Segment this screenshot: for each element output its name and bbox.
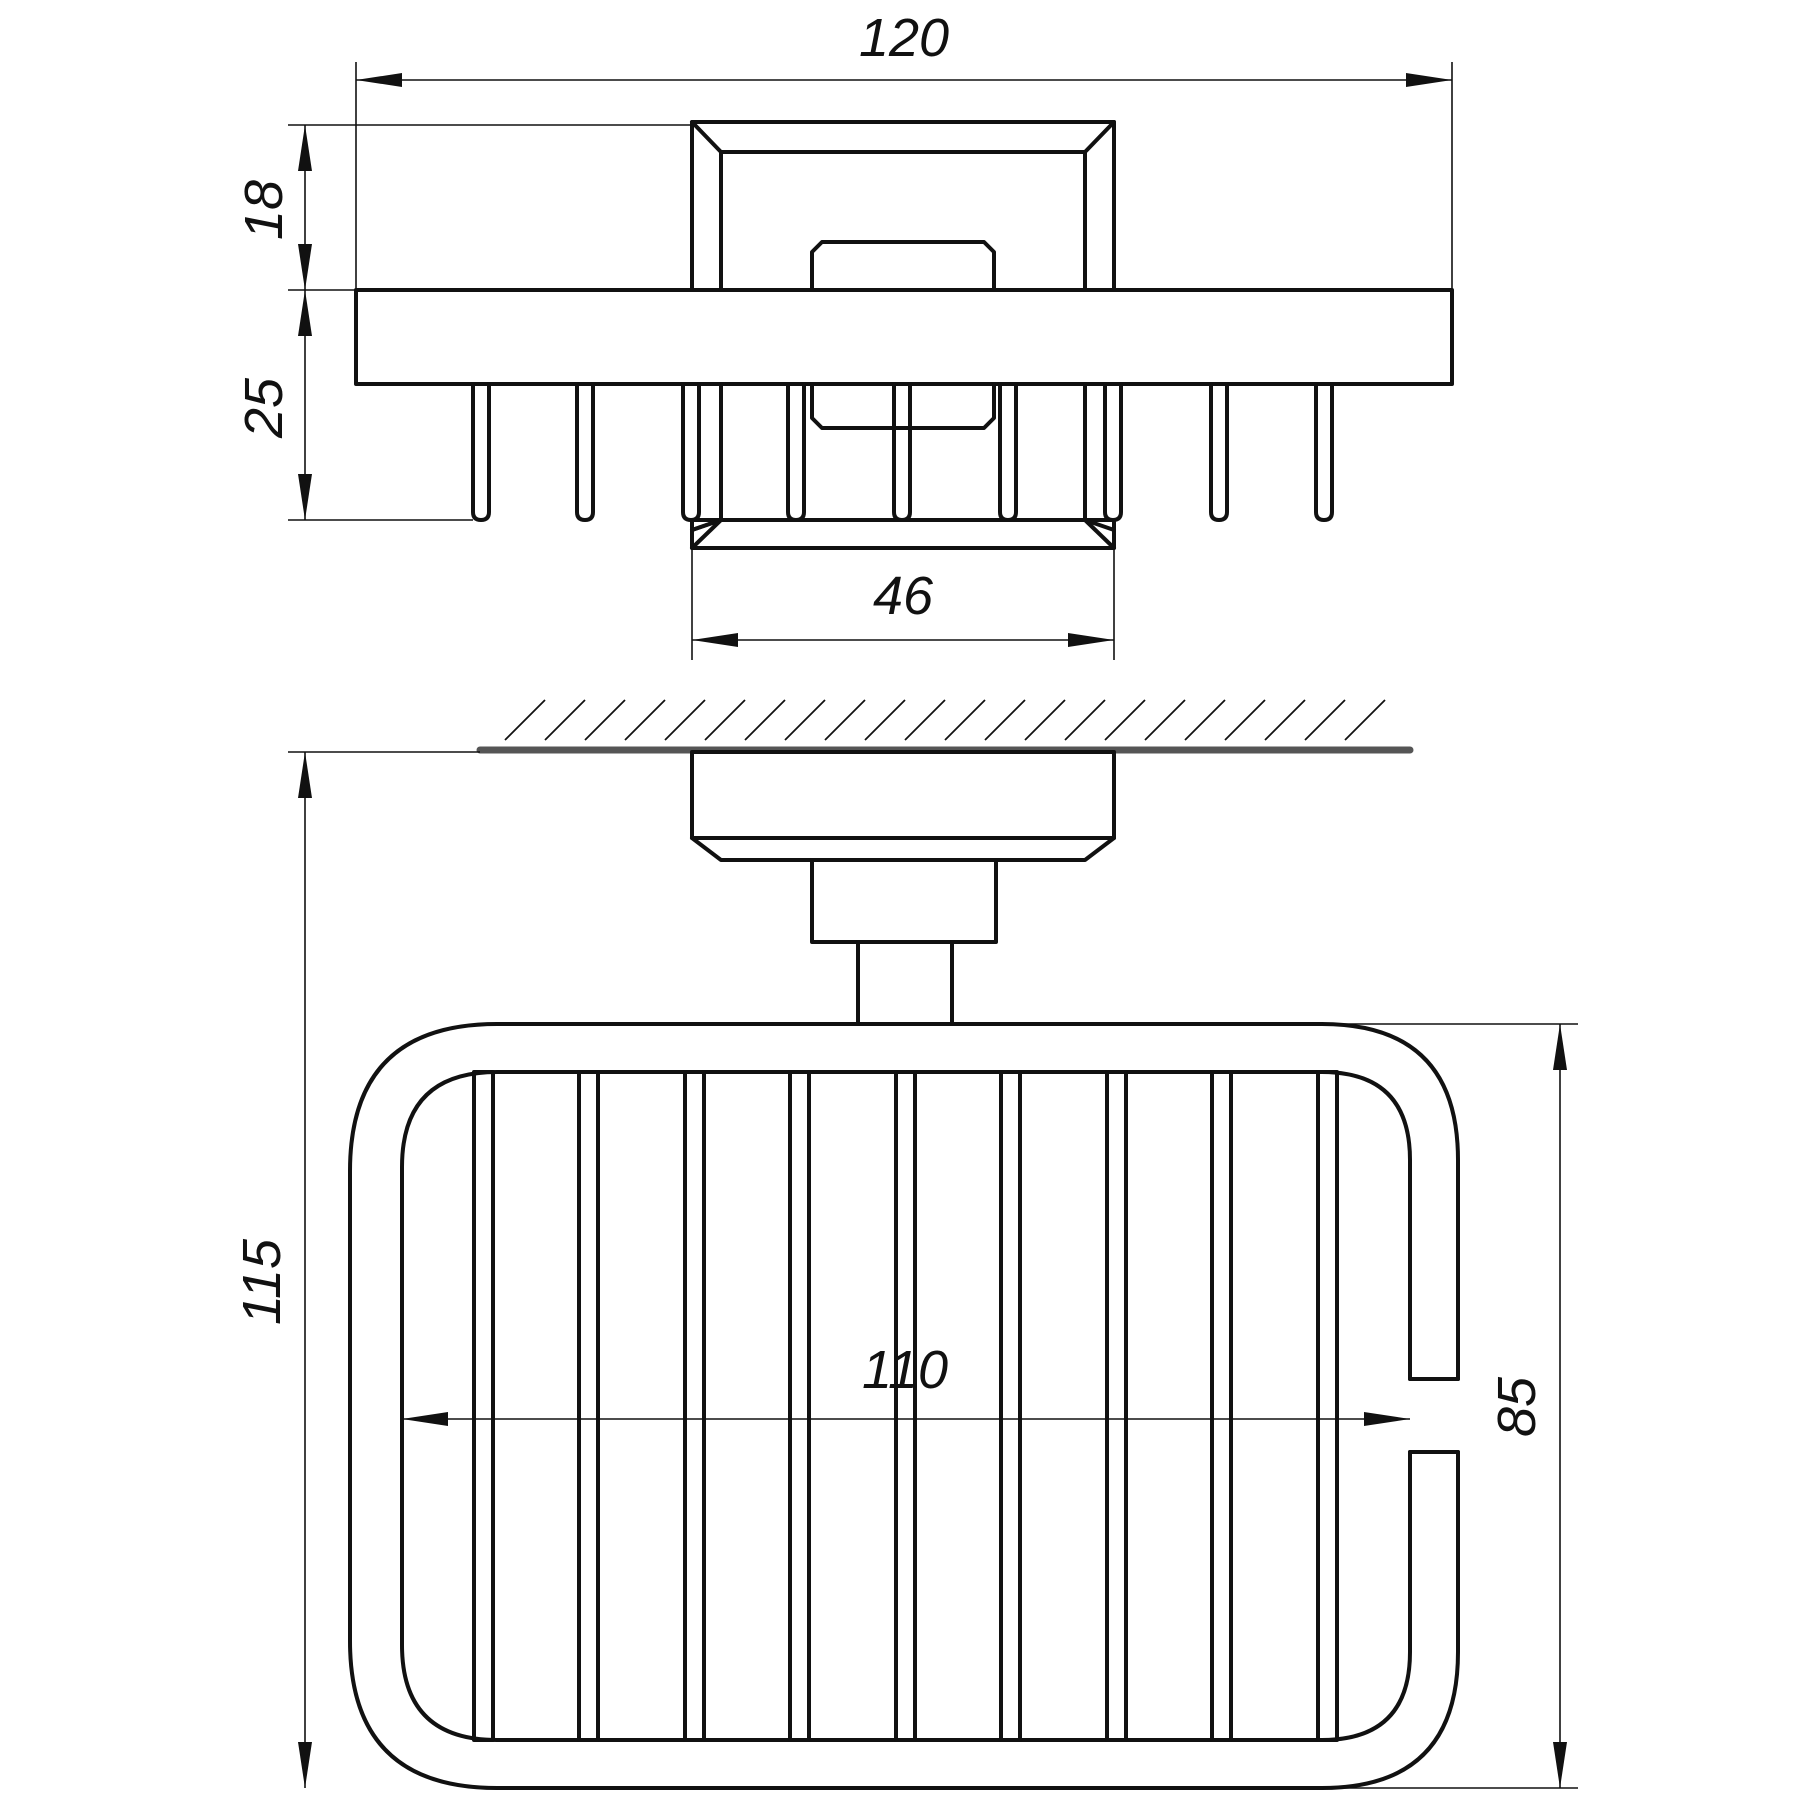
mount-bevel bbox=[690, 120, 1116, 154]
front-view bbox=[354, 120, 1454, 550]
wall-hatch bbox=[476, 699, 1414, 754]
dimension-mount-height: 18 bbox=[234, 124, 692, 291]
basket-inner-frame bbox=[400, 1070, 1412, 1742]
mount-base bbox=[690, 518, 1116, 550]
basket-rods bbox=[471, 382, 1334, 522]
wall-plate-bevel bbox=[690, 836, 1116, 862]
plan-view bbox=[348, 750, 1460, 1790]
dimension-label-85: 85 bbox=[1487, 1376, 1547, 1437]
dimension-overall-depth: 115 bbox=[232, 751, 480, 1788]
dimension-label-25: 25 bbox=[234, 377, 294, 439]
mount-block bbox=[690, 120, 1116, 292]
connector-stem bbox=[856, 940, 954, 1026]
dimension-overall-width: 120 bbox=[355, 8, 1453, 290]
mount-clip bbox=[810, 240, 996, 292]
dimension-basket-depth: 85 bbox=[1322, 1023, 1578, 1789]
basket-outer-frame bbox=[348, 1022, 1460, 1790]
connector-block bbox=[810, 858, 998, 944]
wall-plate bbox=[690, 750, 1116, 840]
basket-wires bbox=[472, 1070, 1339, 1742]
dimension-inner-width: 110 bbox=[402, 1340, 1410, 1426]
dimension-label-18: 18 bbox=[234, 180, 294, 240]
dimension-basket-height: 25 bbox=[234, 290, 473, 521]
dimension-label-46: 46 bbox=[873, 566, 934, 626]
dimension-label-110: 110 bbox=[862, 1340, 948, 1400]
dimension-label-120: 120 bbox=[859, 8, 949, 68]
dimension-label-115: 115 bbox=[232, 1238, 292, 1325]
basket-top-bar bbox=[354, 288, 1454, 386]
dimension-mount-width: 46 bbox=[691, 548, 1115, 660]
